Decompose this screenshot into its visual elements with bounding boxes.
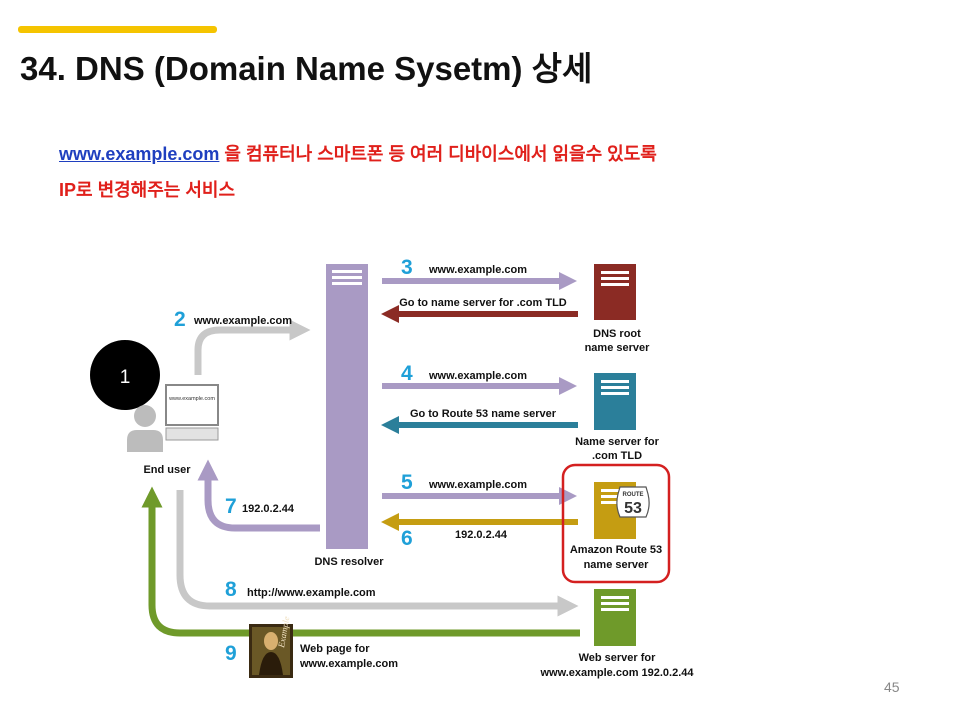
step-7-number: 7 bbox=[225, 495, 237, 518]
end-user-label: End user bbox=[143, 464, 191, 476]
web-server-label-line2: www.example.com 192.0.2.44 bbox=[539, 667, 694, 679]
web-server bbox=[594, 589, 636, 646]
step-6-number: 6 bbox=[401, 527, 413, 550]
description-line-1-text: 을 컴퓨터나 스마트폰 등 여러 디바이스에서 읽을수 있도록 bbox=[219, 144, 657, 164]
step-6-text: 192.0.2.44 bbox=[455, 529, 508, 541]
step-5-number: 5 bbox=[401, 471, 413, 494]
description-line-1: www.example.com 을 컴퓨터나 스마트폰 등 여러 디바이스에서 … bbox=[59, 140, 657, 166]
step-8-number: 8 bbox=[225, 578, 237, 601]
step-5-text: www.example.com bbox=[428, 479, 527, 491]
svg-text:ROUTE: ROUTE bbox=[623, 492, 644, 498]
slide-title: 34. DNS (Domain Name Sysetm) 상세 bbox=[20, 50, 593, 87]
step-2-number: 2 bbox=[174, 308, 186, 331]
description-line-2: IP로 변경해주는 서비스 bbox=[59, 180, 236, 200]
tld-server-label-line2: .com TLD bbox=[592, 450, 642, 462]
page-number: 45 bbox=[884, 679, 900, 695]
step-4-text: www.example.com bbox=[428, 370, 527, 382]
tld-reply-text: Go to Route 53 name server bbox=[410, 408, 557, 420]
step-3-number: 3 bbox=[401, 256, 413, 279]
web-page-label-line1: Web page for bbox=[300, 643, 370, 655]
step-3-text: www.example.com bbox=[428, 264, 527, 276]
step-2-text: www.example.com bbox=[193, 315, 292, 327]
route53-label-line2: name server bbox=[584, 559, 650, 571]
step-7-text: 192.0.2.44 bbox=[242, 503, 295, 515]
dns-resolver bbox=[326, 264, 368, 549]
tld-server bbox=[594, 373, 636, 430]
step-1-circle bbox=[90, 340, 160, 410]
route53-highlight bbox=[561, 463, 671, 584]
web-page-label-line2: www.example.com bbox=[299, 658, 398, 670]
step-1-number: 1 bbox=[120, 367, 131, 388]
route53-badge-icon bbox=[616, 486, 650, 518]
root-server-label-line2: name server bbox=[585, 342, 651, 354]
root-server-label-line1: DNS root bbox=[593, 328, 641, 340]
arrow-2-user-to-resolver bbox=[194, 319, 311, 375]
tld-server-label-line1: Name server for bbox=[575, 436, 659, 448]
svg-text:53: 53 bbox=[624, 500, 642, 517]
step-8-text: http://www.example.com bbox=[247, 587, 376, 599]
arrow-7-resolver-to-user bbox=[197, 459, 320, 532]
web-server-label-line1: Web server for bbox=[579, 652, 657, 664]
dns-root-server bbox=[594, 264, 636, 320]
root-reply-text: Go to name server for .com TLD bbox=[399, 297, 567, 309]
step-4-number: 4 bbox=[401, 362, 413, 385]
route53-label-line1: Amazon Route 53 bbox=[570, 544, 662, 556]
route53-server: ROUTE 53 bbox=[594, 482, 650, 539]
step-9-number: 9 bbox=[225, 642, 237, 665]
example-link[interactable]: www.example.com bbox=[59, 144, 220, 164]
arrow-8-user-to-webserver bbox=[176, 490, 579, 617]
arrow-9-webserver-to-user bbox=[141, 486, 580, 637]
user-icon bbox=[127, 405, 163, 452]
dns-resolver-label: DNS resolver bbox=[314, 556, 384, 568]
web-page-thumbnail: Example bbox=[249, 616, 293, 678]
monitor-url-text: www.example.com bbox=[168, 396, 215, 402]
monitor-icon: www.example.com bbox=[165, 384, 219, 441]
title-accent-bar bbox=[18, 26, 217, 33]
